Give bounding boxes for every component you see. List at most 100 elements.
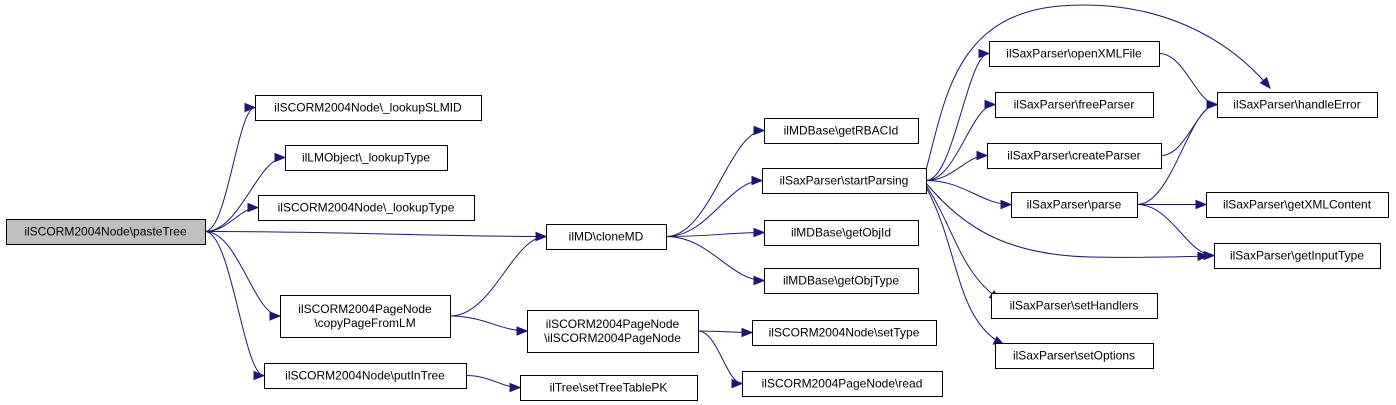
node-label: ilTree\setTreeTablePK <box>550 381 668 395</box>
node-box <box>1217 92 1378 118</box>
node-box <box>1214 243 1381 269</box>
edge-startParsing-to-parse <box>925 180 1013 210</box>
node-label: \copyPageFromLM <box>314 316 415 330</box>
edge-line <box>925 180 1012 205</box>
node-label: ilSCORM2004PageNode <box>298 302 432 316</box>
arrow-head <box>1259 76 1271 90</box>
node-openXMLFile[interactable]: ilSaxParser\openXMLFile <box>989 41 1160 67</box>
edge-line <box>925 186 1005 346</box>
edge-line <box>925 184 1001 301</box>
edge-openXMLFile-to-handleError <box>1158 53 1219 110</box>
edge-pageCtor-to-setType <box>697 327 754 338</box>
node-lmLookupType[interactable]: ilLMObject\_lookupType <box>285 145 448 171</box>
node-setTreeTablePK[interactable]: ilTree\setTreeTablePK <box>520 375 698 401</box>
node-box <box>995 343 1154 369</box>
edge-line <box>204 107 256 232</box>
node-setOptions[interactable]: ilSaxParser\setOptions <box>995 343 1154 369</box>
node-label: ilMD\cloneMD <box>569 230 644 244</box>
node-scoLookupType[interactable]: ilSCORM2004Node\_lookupType <box>258 195 475 221</box>
edge-startParsing-to-getInputType <box>925 182 1210 262</box>
node-pageRead[interactable]: ilSCORM2004PageNode\read <box>742 371 943 397</box>
node-label: ilSCORM2004Node\setType <box>769 326 920 340</box>
node-label: ilSCORM2004Node\pasteTree <box>24 225 187 239</box>
edge-line <box>204 231 265 376</box>
node-root[interactable]: ilSCORM2004Node\pasteTree <box>6 219 206 245</box>
arrow-head <box>984 99 997 110</box>
edge-line <box>1160 104 1218 156</box>
edge-cloneMD-to-getRBACId <box>665 125 766 237</box>
node-handleError[interactable]: ilSaxParser\handleError <box>1217 92 1378 118</box>
edge-root-to-putInTree <box>204 231 266 381</box>
edge-root-to-scoLookupType <box>204 202 260 232</box>
arrow-head <box>1206 99 1219 110</box>
edge-root-to-cloneMD <box>204 231 548 242</box>
edge-startParsing-to-setOptions <box>925 186 1006 346</box>
edge-root-to-copyPage <box>204 231 282 321</box>
node-label: ilSaxParser\setHandlers <box>1010 299 1139 313</box>
edge-startParsing-to-setHandlers <box>925 184 1002 301</box>
edge-startParsing-to-handleError <box>925 4 1271 171</box>
node-box <box>991 293 1158 319</box>
node-box <box>258 195 475 221</box>
node-label: ilLMObject\_lookupType <box>302 151 430 165</box>
node-label: ilSaxParser\handleError <box>1233 98 1360 112</box>
arrow-head <box>269 311 282 321</box>
node-label: ilSaxParser\freeParser <box>1014 98 1135 112</box>
node-getObjType[interactable]: ilMDBase\getObjType <box>764 268 919 294</box>
edge-line <box>204 231 281 317</box>
edge-line <box>449 236 547 317</box>
node-label: ilSCORM2004Node\_lookupSLMID <box>274 101 462 115</box>
node-label: ilMDBase\getRBACId <box>784 124 899 138</box>
arrow-head <box>516 326 529 336</box>
node-label: ilMDBase\getObjType <box>783 274 899 288</box>
node-pageCtor[interactable]: ilSCORM2004PageNode\ilSCORM2004PageNode <box>527 310 699 353</box>
arrow-head <box>244 102 257 113</box>
node-createParser[interactable]: ilSaxParser\createParser <box>987 143 1162 169</box>
edge-line <box>665 180 763 237</box>
node-box <box>762 168 927 194</box>
node-getRBACId[interactable]: ilMDBase\getRBACId <box>764 118 919 144</box>
edge-parse-to-handleError <box>1136 99 1219 205</box>
arrow-head <box>253 370 266 381</box>
edge-line <box>204 231 547 237</box>
node-box <box>764 118 919 144</box>
node-label: ilSCORM2004Node\putInTree <box>285 369 445 383</box>
arrow-head <box>1197 251 1210 262</box>
node-putInTree[interactable]: ilSCORM2004Node\putInTree <box>264 363 467 389</box>
arrow-head <box>1203 250 1216 261</box>
edge-cloneMD-to-getObjId <box>665 227 766 238</box>
node-getInputType[interactable]: ilSaxParser\getInputType <box>1214 243 1381 269</box>
arrow-head <box>731 378 744 389</box>
node-copyPage[interactable]: ilSCORM2004PageNode\copyPageFromLM <box>280 295 451 338</box>
edge-line <box>449 315 528 332</box>
arrow-head <box>741 327 754 338</box>
node-label: ilSCORM2004PageNode <box>546 317 680 331</box>
edge-root-to-lookupSLMID <box>204 102 257 232</box>
node-freeParser[interactable]: ilSaxParser\freeParser <box>995 92 1154 118</box>
edge-copyPage-to-pageCtor <box>449 315 529 336</box>
node-lookupSLMID[interactable]: ilSCORM2004Node\_lookupSLMID <box>255 95 482 121</box>
edge-parse-to-getInputType <box>1136 204 1216 261</box>
node-label: ilSaxParser\startParsing <box>780 174 909 188</box>
node-box <box>742 371 943 397</box>
node-box <box>989 41 1160 67</box>
edge-line <box>925 182 1209 258</box>
node-setHandlers[interactable]: ilSaxParser\setHandlers <box>991 293 1158 319</box>
node-parse[interactable]: ilSaxParser\parse <box>1011 192 1138 218</box>
node-box <box>995 92 1154 118</box>
node-getObjId[interactable]: ilMDBase\getObjId <box>764 220 919 246</box>
arrow-head <box>1000 199 1013 210</box>
node-label: ilSaxParser\setOptions <box>1013 349 1135 363</box>
node-startParsing[interactable]: ilSaxParser\startParsing <box>762 168 927 194</box>
edge-root-to-lmLookupType <box>204 152 287 232</box>
node-box <box>255 95 482 121</box>
arrow-head <box>976 150 989 161</box>
node-label: ilSCORM2004PageNode\read <box>762 377 923 391</box>
edge-startParsing-to-freeParser <box>925 99 997 181</box>
arrow-head <box>751 175 764 186</box>
edges-layer <box>204 4 1271 393</box>
node-cloneMD[interactable]: ilMD\cloneMD <box>546 224 667 250</box>
node-setType[interactable]: ilSCORM2004Node\setType <box>752 320 937 346</box>
node-getXMLContent[interactable]: ilSaxParser\getXMLContent <box>1206 192 1389 218</box>
arrow-head <box>247 202 260 213</box>
